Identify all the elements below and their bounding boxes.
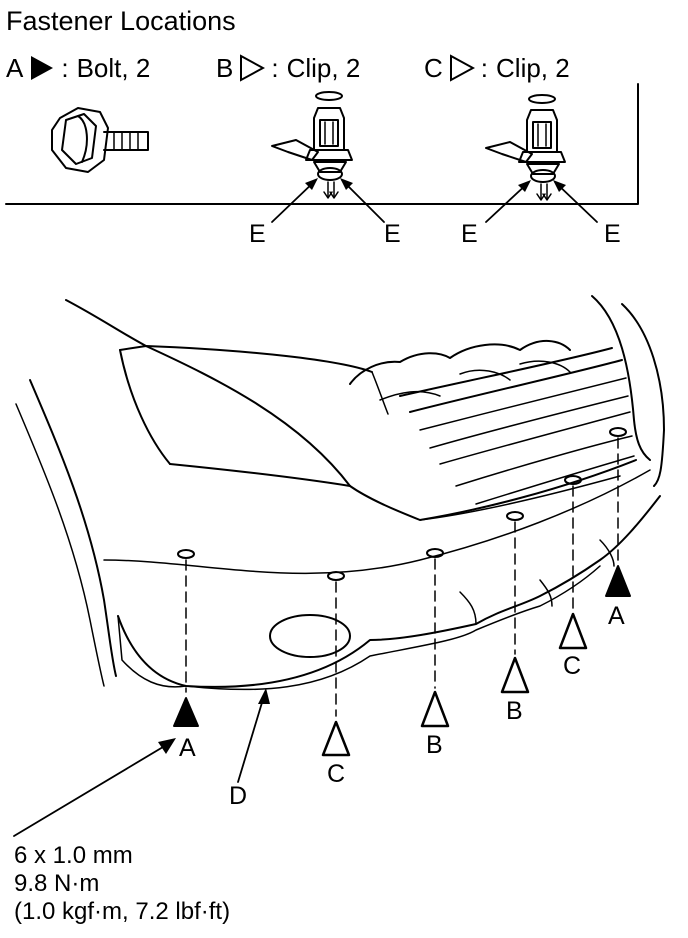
clip-label-e: E xyxy=(384,220,401,248)
callout-c-2: C xyxy=(563,652,582,680)
leader-d xyxy=(237,695,265,783)
filled-triangle-icon xyxy=(31,56,54,80)
legend-text-c: Clip, 2 xyxy=(496,53,570,83)
marker-b-open-2 xyxy=(500,656,530,694)
fastener-holes xyxy=(177,427,627,581)
vehicle-front xyxy=(15,295,665,691)
torque-spec: 6 x 1.0 mm 9.8 N·m (1.0 kgf·m, 7.2 lbf·f… xyxy=(14,842,230,926)
clip-label-e: E xyxy=(461,220,478,248)
legend-text-a: Bolt, 2 xyxy=(76,53,151,83)
callout-a-bottom: A xyxy=(179,734,196,762)
e-leader-lines xyxy=(271,179,598,223)
clip-icon-b xyxy=(271,91,353,199)
torque-nm: 9.8 N·m xyxy=(14,870,100,897)
torque-alt-units: (1.0 kgf·m, 7.2 lbf·ft) xyxy=(14,898,231,925)
legend-sep-b: : xyxy=(271,53,279,83)
legend-frame xyxy=(5,83,639,205)
clip-icon-c xyxy=(485,94,566,201)
legend-item-a: A : Bolt, 2 xyxy=(6,54,150,82)
legend-letter-a: A xyxy=(6,53,24,83)
legend-item-c: C : Clip, 2 xyxy=(424,54,570,82)
legend-letter-c: C xyxy=(424,53,443,83)
callout-b-1: B xyxy=(426,731,443,759)
callout-b-2: B xyxy=(506,697,523,725)
dashed-leaders xyxy=(185,437,619,717)
open-triangle-icon xyxy=(240,54,266,82)
legend-sep-a: : xyxy=(61,53,69,83)
callout-c-1: C xyxy=(327,760,346,788)
e-arrowheads xyxy=(305,178,566,192)
legend-letter-b: B xyxy=(216,53,234,83)
clip-label-e: E xyxy=(604,220,621,248)
marker-b-open-1 xyxy=(420,690,450,728)
marker-c-open-2 xyxy=(558,612,588,650)
open-triangle-icon xyxy=(449,54,475,82)
torque-size: 6 x 1.0 mm xyxy=(14,842,133,869)
clip-label-e: E xyxy=(249,220,266,248)
legend-item-b: B : Clip, 2 xyxy=(216,54,360,82)
callout-a-right: A xyxy=(608,602,625,630)
marker-a-filled-2 xyxy=(605,565,631,597)
legend-sep-c: : xyxy=(480,53,489,83)
page-title: Fastener Locations xyxy=(6,6,236,36)
legend-text-b: Clip, 2 xyxy=(286,53,361,83)
marker-a-filled-1 xyxy=(173,697,199,727)
bolt-icon xyxy=(51,107,149,173)
marker-c-open-1 xyxy=(321,720,351,757)
leader-torque xyxy=(13,743,169,837)
callout-d: D xyxy=(229,782,248,810)
